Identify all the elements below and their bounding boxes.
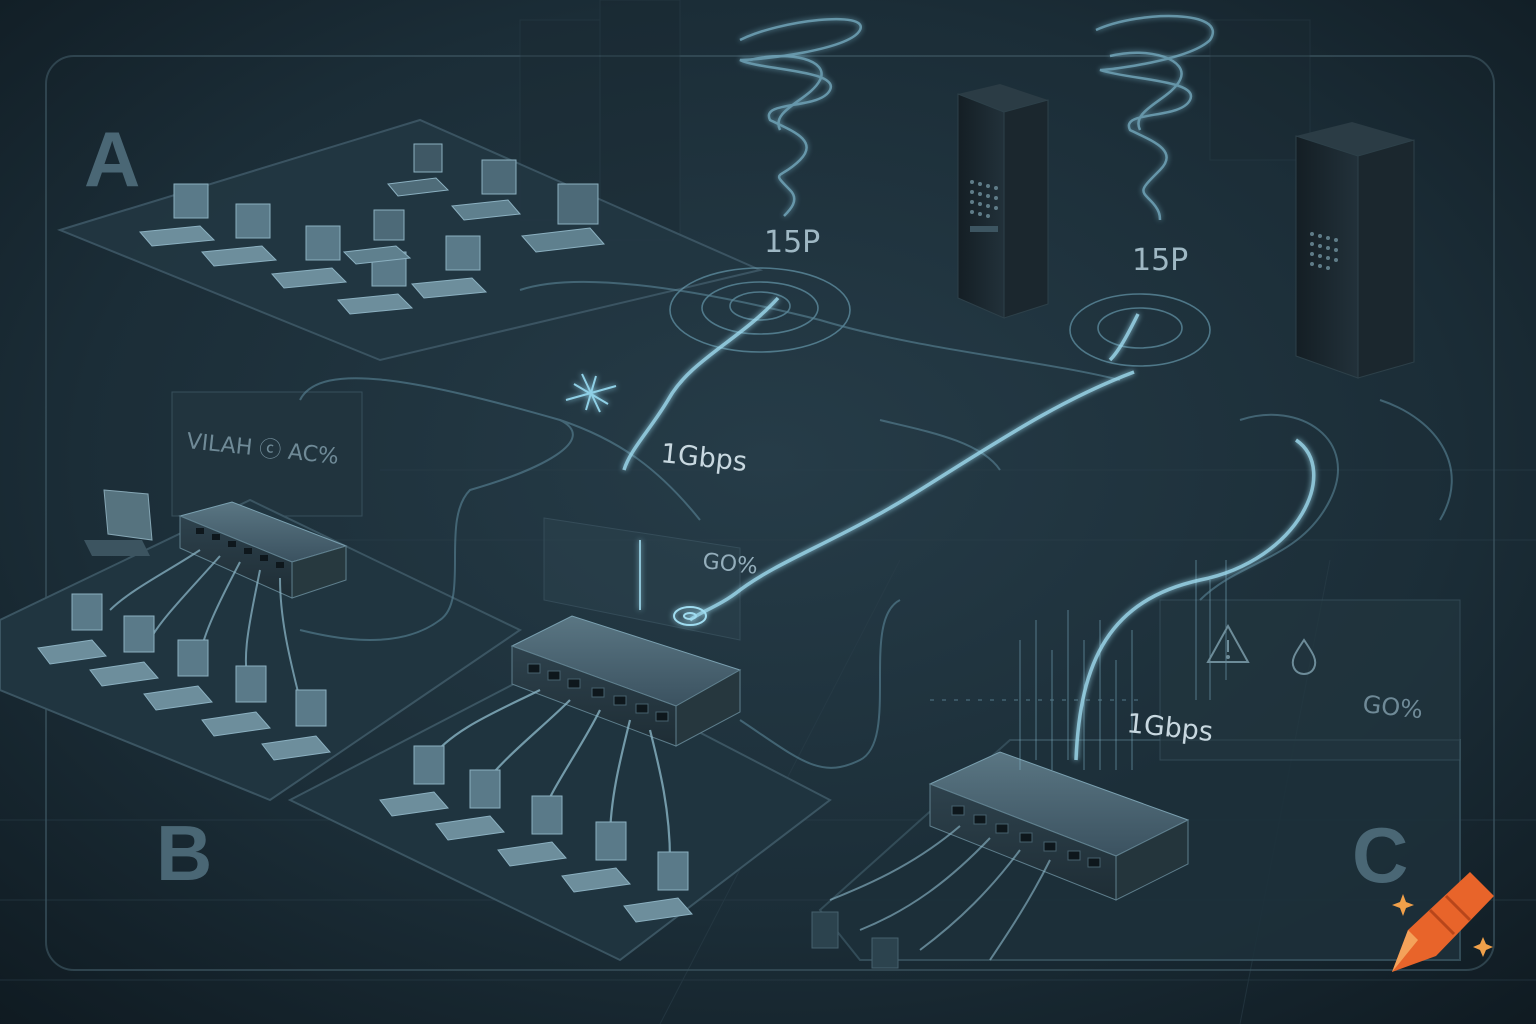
isp-label-left: 15P — [764, 225, 820, 260]
laptop — [623, 851, 693, 923]
monitor — [84, 489, 153, 556]
signal-ripple-right — [1069, 293, 1211, 367]
signal-ripple-left — [669, 267, 851, 353]
center-glass-panel — [543, 517, 741, 641]
laptop — [89, 615, 159, 687]
laptop — [143, 639, 213, 711]
load-label-right: GO% — [1361, 690, 1424, 724]
server-rack-left — [957, 84, 1049, 319]
zone-b-label: B — [156, 809, 212, 897]
zone-a-platform — [57, 118, 764, 362]
laptop — [435, 769, 505, 841]
switch-c — [928, 751, 1190, 901]
spark-icon — [565, 373, 617, 413]
zone-c-label: C — [1352, 811, 1408, 899]
laptop — [37, 593, 107, 665]
laptop — [387, 143, 450, 197]
laptop — [561, 821, 631, 893]
laptop — [200, 203, 278, 267]
load-label-center: GO% — [701, 549, 759, 580]
laptop — [520, 183, 606, 253]
laptop — [410, 235, 488, 299]
laptop — [497, 795, 567, 867]
laptop — [379, 745, 449, 817]
laptop — [270, 225, 348, 289]
server-rack-right — [1295, 122, 1415, 379]
zone-a-laptops — [138, 143, 606, 315]
laptop — [451, 159, 521, 221]
vlan-sign-panel — [171, 391, 363, 517]
laptop — [138, 183, 216, 247]
laptop — [342, 209, 412, 265]
signal-twister-left — [739, 17, 862, 217]
warning-triangle-icon — [1206, 623, 1250, 663]
data-spikes — [930, 560, 1227, 770]
zone-c-blocks — [811, 911, 899, 969]
zone-a-label: A — [84, 115, 140, 203]
link-node-icon — [673, 606, 707, 626]
zone-c-cables — [829, 825, 1051, 961]
signal-twister-right — [1095, 14, 1214, 221]
switch-b — [178, 501, 348, 599]
isp-label-right: 15P — [1132, 243, 1188, 278]
glowing-cables — [622, 296, 1316, 761]
laptop — [261, 689, 331, 761]
switch-center — [510, 615, 742, 747]
crayon-logo-icon — [1392, 872, 1494, 972]
laptop — [201, 665, 271, 737]
droplet-icon — [1291, 638, 1317, 675]
background-racks — [519, 0, 1311, 241]
network-cables — [299, 280, 1453, 769]
zone-b-laptops — [37, 593, 331, 761]
center-laptops — [379, 745, 693, 923]
